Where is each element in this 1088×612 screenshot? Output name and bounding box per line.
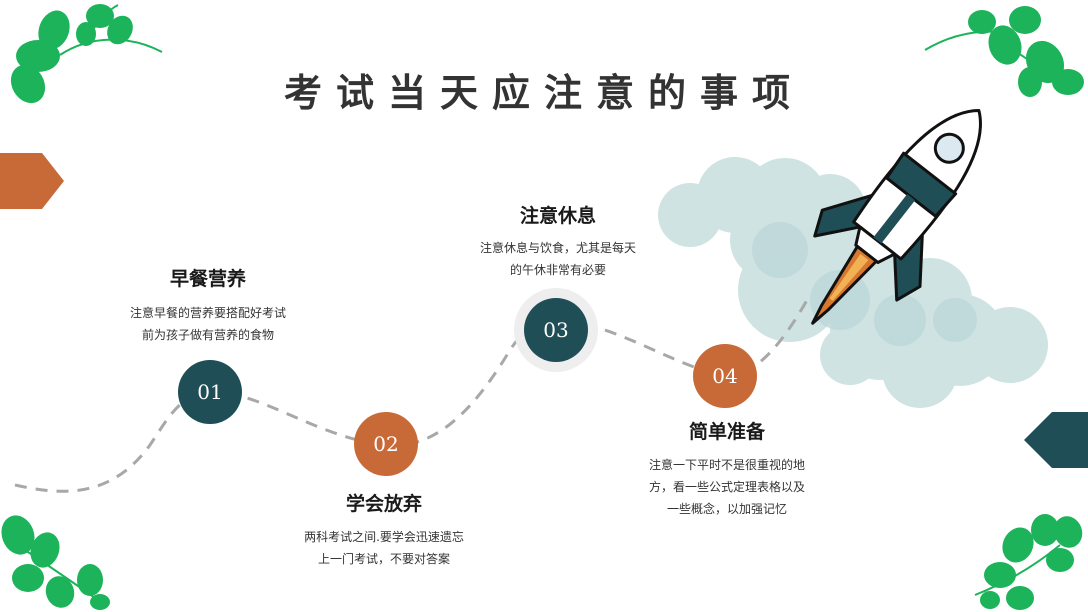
step-3-desc-line: 的午休非常有必要 (509, 263, 606, 277)
step-3-description: 注意休息与饮食，尤其是每天 的午休非常有必要 (448, 237, 668, 281)
step-4-desc-line: 方，看一些公式定理表格以及 (648, 480, 805, 494)
clover-icon (974, 514, 1083, 610)
step-1-desc-line: 前为孩子做有营养的食物 (141, 328, 274, 342)
step-3-heading: 注意休息 (519, 205, 596, 227)
step-4-description: 注意一下平时不是很重视的地 方，看一些公式定理表格以及 一些概念，以加强记忆 (617, 454, 837, 520)
step-1-description: 注意早餐的营养要搭配好考试 前为孩子做有营养的食物 (98, 302, 318, 346)
step-4-desc-line: 一些概念，以加强记忆 (666, 502, 787, 516)
clover-icon (10, 4, 163, 104)
step-2-description: 两科考试之间.要学会迅速遗忘 上一门考试，不要对答案 (274, 526, 494, 570)
step-1-desc-line: 注意早餐的营养要搭配好考试 (129, 306, 286, 320)
step-2-heading: 学会放弃 (345, 493, 422, 515)
clover-icon (924, 6, 1084, 97)
step-4-heading: 简单准备 (688, 421, 765, 443)
clover-icon (1, 515, 110, 610)
step-4-number-badge: 04 (693, 344, 757, 408)
step-4-desc-line: 注意一下平时不是很重视的地 (648, 458, 805, 472)
page-title: 考试当天应注意的事项 (283, 71, 804, 115)
step-2-number-badge: 02 (354, 412, 418, 476)
step-3-desc-line: 注意休息与饮食，尤其是每天 (479, 241, 636, 255)
step-2-desc-line: 上一门考试，不要对答案 (317, 552, 450, 566)
step-3-number-badge: 03 (524, 298, 588, 362)
step-1-number-badge: 01 (178, 360, 242, 424)
rocket-icon (811, 108, 982, 325)
arrow-tab-icon (0, 153, 64, 209)
arrow-tab-icon (1024, 412, 1088, 468)
step-2-desc-line: 两科考试之间.要学会迅速遗忘 (304, 530, 464, 544)
step-1-heading: 早餐营养 (169, 268, 246, 290)
